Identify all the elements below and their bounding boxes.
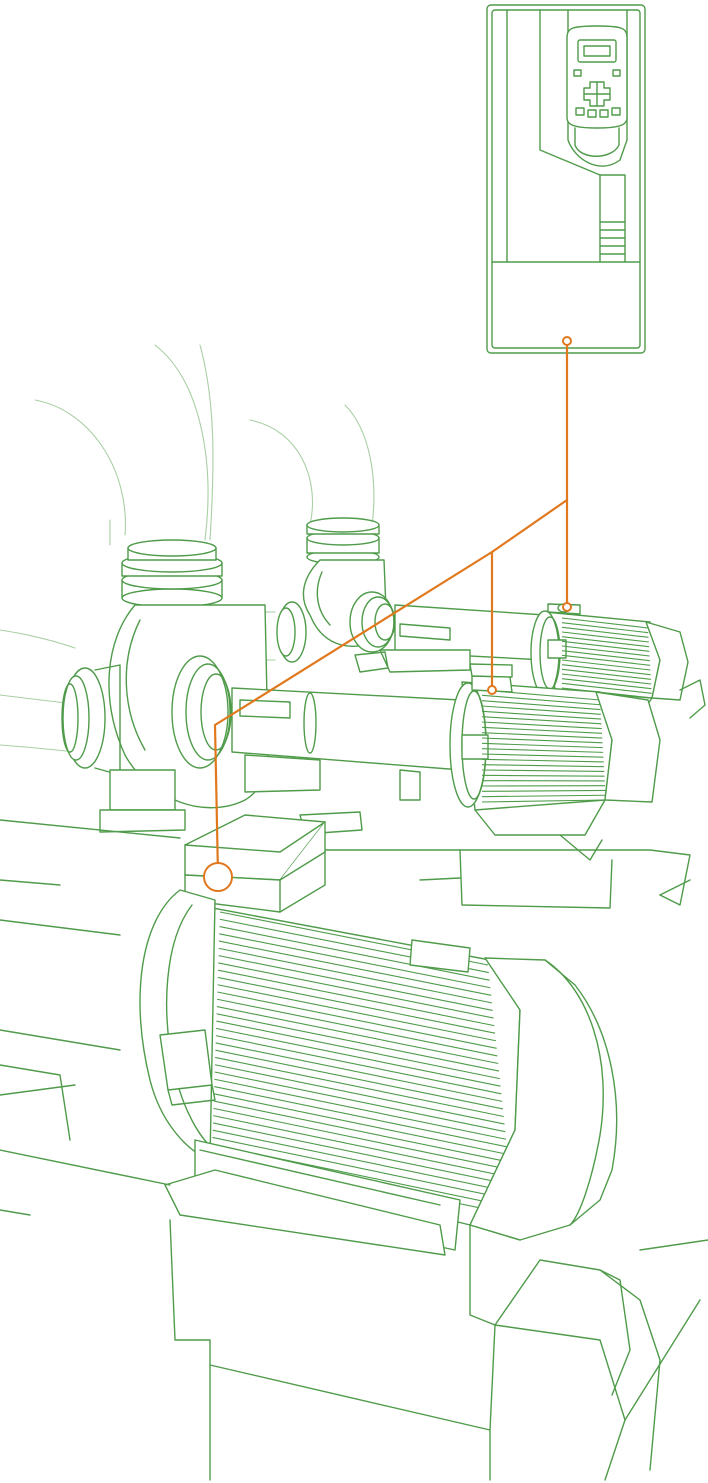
pump-set-middle [61,539,661,861]
cooling-fin [561,659,651,671]
vfd-dpad [583,81,611,107]
cooling-fin [481,726,603,734]
cooling-fin [218,962,494,1019]
cooling-fin [217,991,497,1049]
sensor-middle-motor [487,685,497,695]
cooling-fin [216,1013,500,1072]
cooling-fin [217,969,495,1027]
control-wiring [203,343,572,892]
cooling-fin [216,1020,500,1080]
cooling-fin [213,1107,510,1171]
baseplate-rails [0,819,691,936]
cooling-fin [216,1006,499,1065]
cooling-fin [214,1078,507,1140]
cooling-fin [481,789,606,792]
cooling-fin [215,1042,503,1102]
sensor-rear-motor [562,602,572,612]
cooling-fin [215,1056,504,1118]
suction-hoses [34,344,375,546]
cooling-fin [481,700,601,711]
cooling-fin [481,694,601,706]
motor-middle-icon [449,663,661,861]
motor-front-icon [139,814,618,1256]
vfd-output-terminal [562,336,572,346]
cooling-fin [215,1035,502,1095]
cooling-fin [481,710,602,720]
cooling-fin [216,998,498,1057]
cooling-fin [219,933,491,989]
vfd-keypad-icon [566,25,628,157]
cooling-fin [215,1049,504,1110]
cooling-fin [217,976,496,1034]
vfd-panel [486,4,646,354]
cooling-fin [218,955,493,1011]
cooling-fin [561,654,651,666]
cooling-fin [481,732,603,739]
cooling-fin [213,1100,509,1163]
cooling-fin [214,1086,508,1148]
cooling-fin [481,758,604,763]
cooling-fin [218,940,492,996]
cooling-fin [561,622,649,634]
cooling-fin [561,668,651,680]
wire-branch-front-motor [213,550,494,877]
cooling-fin [213,1115,511,1178]
cooling-fin [481,742,603,749]
cooling-fin [214,1064,505,1125]
cooling-fin [561,682,652,694]
front-baseplate [0,1029,708,1481]
cooling-fin [561,626,649,638]
cooling-fin [217,984,496,1042]
cooling-fin [561,664,651,676]
sensor-front-motor [203,862,233,892]
cooling-fin [561,645,650,657]
cooling-fin [561,636,650,648]
cooling-fin [216,1027,501,1087]
cooling-fin [212,1122,511,1186]
cooling-fin [561,678,652,690]
cooling-fin [481,774,605,777]
cooling-fin [481,721,602,730]
cooling-fin [481,705,601,715]
vfd-vent-slots [599,221,626,255]
cooling-fin [212,1129,512,1193]
cooling-fin [219,926,490,981]
motor-rear-icon [530,603,706,719]
cooling-fin [214,1071,506,1133]
cooling-fin [213,1093,508,1155]
pump-set-rear [276,517,706,719]
cooling-fin [561,673,652,685]
cooling-fin [481,764,605,768]
cooling-fin [561,631,649,643]
cooling-fin [218,947,493,1004]
cooling-fin [481,716,602,725]
cooling-fin [561,617,649,629]
cooling-fin [481,748,604,753]
cooling-fin [481,737,603,744]
cooling-fin [212,1136,513,1201]
cooling-fin [481,769,605,772]
cooling-fin [561,650,650,662]
cooling-fin [481,794,606,798]
cooling-fin [481,799,607,803]
cooling-fin [561,640,650,652]
cooling-fin [481,753,604,758]
